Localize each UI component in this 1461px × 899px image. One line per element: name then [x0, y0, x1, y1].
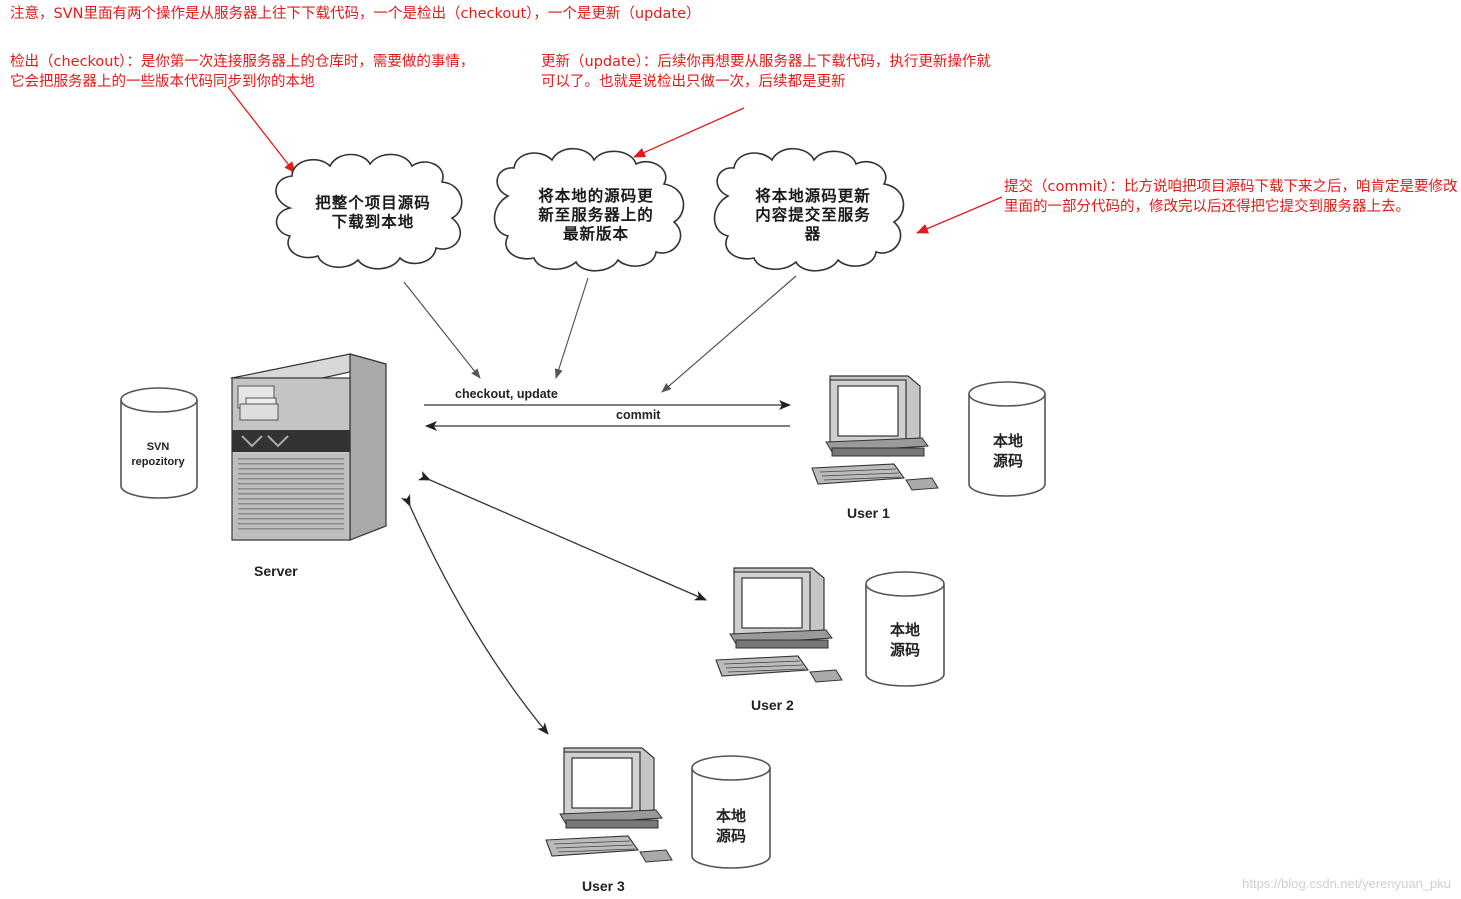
cloud-commit-text: 将本地源码更新 内容提交至服务 器	[755, 187, 871, 243]
svn-repository-label: SVN repozitory	[131, 441, 185, 468]
user2-computer	[715, 567, 843, 683]
cloud2-pointer	[554, 277, 589, 379]
user1-label: User 1	[847, 505, 890, 521]
commit-label: commit	[616, 408, 661, 422]
user2-local-source-label: 本地 源码	[889, 621, 920, 659]
server-user2-link	[417, 471, 707, 601]
cloud3-pointer	[661, 275, 797, 393]
user1-computer	[811, 375, 939, 491]
note-commit: 提交（commit）：比方说咱把项目源码下载下来之后，咱肯定是要修改里面的一部分…	[1004, 179, 1458, 215]
server-label: Server	[254, 563, 298, 579]
cloud-checkout	[275, 153, 463, 270]
server-user3-link	[400, 493, 549, 735]
cloud1-pointer	[403, 281, 481, 379]
user2-label: User 2	[751, 697, 794, 713]
watermark: https://blog.csdn.net/yerenyuan_pku	[1242, 876, 1451, 891]
user3-local-cylinder	[691, 755, 771, 869]
checkout-annotation-arrow	[227, 86, 296, 174]
user3-local-source-label: 本地 源码	[715, 807, 746, 845]
user2-local-cylinder	[865, 571, 945, 687]
cloud-update	[493, 147, 685, 272]
user3-label: User 3	[582, 878, 625, 894]
user3-computer	[545, 747, 673, 863]
cloud-checkout-text: 把整个项目源码 下载到本地	[315, 194, 431, 231]
user1-local-source-label: 本地 源码	[992, 432, 1023, 470]
note-checkout: 检出（checkout）：是你第一次连接服务器上的仓库时，需要做的事情，它会把服…	[10, 54, 475, 90]
svn-repository-cylinder	[120, 387, 198, 499]
cloud-update-text: 将本地的源码更 新至服务器上的 最新版本	[538, 187, 654, 243]
update-annotation-arrow	[633, 107, 745, 158]
note-update: 更新（update）：后续你再想要从服务器上下载代码，执行更新操作就可以了。也就…	[541, 54, 991, 90]
server-tower	[229, 353, 387, 541]
commit-annotation-arrow	[916, 196, 1003, 234]
cloud-commit	[713, 147, 905, 272]
checkout-update-label: checkout, update	[455, 387, 558, 401]
user1-local-cylinder	[968, 381, 1046, 497]
note-intro: 注意，SVN里面有两个操作是从服务器上往下下载代码，一个是检出（checkout…	[10, 6, 701, 22]
